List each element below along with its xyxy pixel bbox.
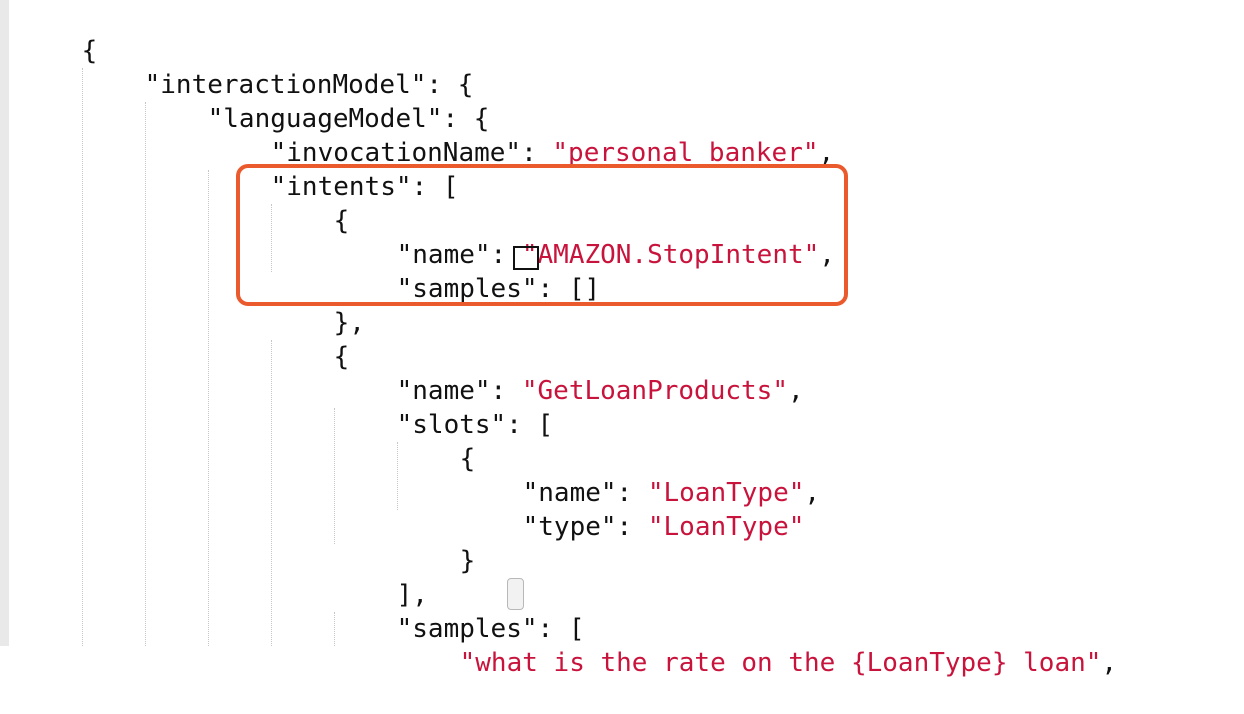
code-line: }: [397, 510, 476, 576]
code-line: "invocationName": "personal banker",: [208, 102, 835, 168]
brace: {: [459, 444, 476, 474]
code-line: "languageModel": {: [145, 68, 490, 134]
indent-guide: [334, 408, 335, 544]
brace: },: [333, 308, 365, 338]
code-line: },: [271, 272, 365, 338]
json-key: "samples": [396, 614, 538, 644]
bracket-match-highlight: [507, 578, 524, 610]
empty-array: []: [568, 274, 601, 304]
json-key: "name": [522, 478, 617, 508]
punctuation: : {: [442, 104, 490, 134]
highlight-callout-box: [236, 164, 848, 306]
json-key: "invocationName": [270, 138, 522, 168]
json-key: "slots": [396, 410, 507, 440]
indent-guide: [271, 204, 272, 272]
editor-gutter: [0, 0, 9, 646]
punctuation: : [: [506, 410, 554, 440]
code-line: {: [397, 408, 476, 474]
json-key: "name": [396, 240, 491, 270]
code-line: "intents": [: [208, 136, 459, 202]
code-line: "what is the rate on the {LoanType} loan…: [397, 612, 1117, 678]
brace: }: [459, 546, 476, 576]
json-key: "intents": [270, 172, 412, 202]
indent-guide: [208, 170, 209, 646]
indent-guide: [82, 68, 83, 646]
indent-guide: [397, 442, 398, 510]
code-line: "slots": [: [334, 374, 554, 440]
json-string-value: "AMAZON.StopIntent": [521, 240, 820, 270]
punctuation: : [: [411, 172, 459, 202]
punctuation: ,: [818, 138, 835, 168]
code-line: "samples": [: [334, 578, 585, 644]
json-string-value: "LoanType": [647, 478, 805, 508]
json-code-editor[interactable]: { "interactionModel": { "languageModel":…: [0, 0, 1244, 678]
code-line: "name": "GetLoanProducts",: [334, 340, 804, 406]
punctuation: :: [616, 478, 648, 508]
punctuation: :: [616, 512, 648, 542]
code-line: "name": "AMAZON.StopIntent",: [334, 204, 835, 270]
json-string-value: "LoanType": [647, 512, 805, 542]
code-line: ],: [334, 544, 428, 610]
bracket: ],: [396, 580, 428, 610]
punctuation: :: [490, 376, 522, 406]
json-string-value: "what is the rate on the {LoanType} loan…: [459, 648, 1102, 678]
bracket-highlight: [513, 246, 539, 270]
code-line: "type": "LoanType": [460, 476, 805, 542]
json-key: "type": [522, 512, 617, 542]
punctuation: : {: [426, 70, 474, 100]
json-string-value: "GetLoanProducts": [521, 376, 788, 406]
json-key: "interactionModel": [144, 70, 427, 100]
json-key: "name": [396, 376, 491, 406]
punctuation: ,: [819, 240, 835, 270]
brace: {: [333, 206, 350, 236]
brace: {: [81, 36, 98, 66]
punctuation: ,: [787, 376, 804, 406]
json-key: "languageModel": [207, 104, 443, 134]
punctuation: ,: [1101, 648, 1118, 678]
indent-guide: [271, 340, 272, 646]
brace: {: [333, 342, 350, 372]
punctuation: :: [490, 240, 522, 270]
punctuation: :: [537, 614, 569, 644]
code-line: {: [19, 0, 98, 66]
punctuation: ,: [804, 478, 821, 508]
json-string-value: "personal banker": [552, 138, 819, 168]
indent-guide: [334, 612, 335, 646]
json-key: "samples": [396, 274, 538, 304]
bracket: [: [568, 614, 585, 644]
code-line: "interactionModel": {: [82, 34, 474, 100]
punctuation: :: [537, 274, 569, 304]
punctuation: :: [521, 138, 553, 168]
code-line: "name": "LoanType",: [460, 442, 820, 508]
code-line: {: [271, 170, 350, 236]
code-line: "samples": []: [334, 238, 601, 304]
code-line: {: [271, 306, 350, 372]
indent-guide: [145, 102, 146, 646]
